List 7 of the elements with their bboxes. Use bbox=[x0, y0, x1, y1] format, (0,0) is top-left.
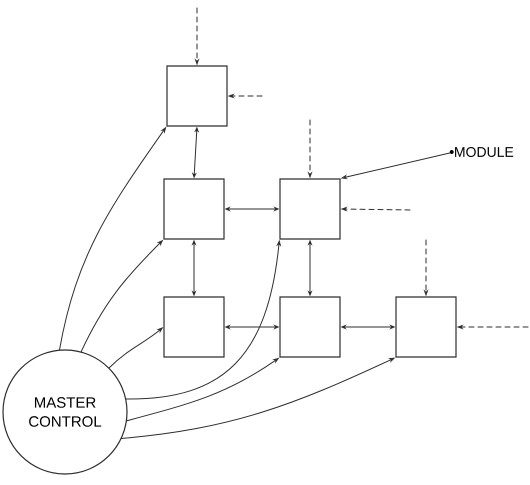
module-box bbox=[166, 65, 228, 127]
module-label: MODULE bbox=[450, 147, 514, 157]
module-box bbox=[279, 178, 341, 240]
module-box bbox=[163, 178, 225, 240]
module-box bbox=[163, 296, 225, 358]
module-box bbox=[279, 296, 341, 358]
module-box bbox=[395, 296, 457, 358]
